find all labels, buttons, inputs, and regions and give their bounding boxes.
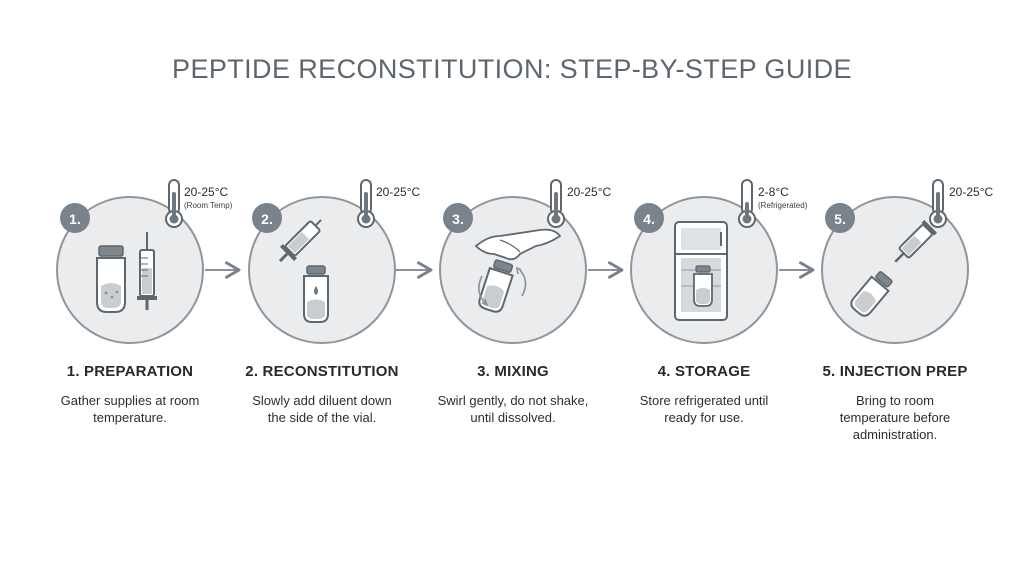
temperature-value: 20-25°C xyxy=(949,185,994,199)
step-4: 4. STORAGE Store refrigerated until read… xyxy=(614,363,794,426)
vial-icon xyxy=(303,265,329,323)
step-5: 5. INJECTION PREP Bring to room temperat… xyxy=(805,363,985,443)
step-5-number-text: 5. xyxy=(834,211,846,227)
step-3: 3. MIXING Swirl gently, do not shake, un… xyxy=(423,363,603,426)
step-heading: 2. RECONSTITUTION xyxy=(245,363,399,380)
syringe-icon xyxy=(137,232,157,310)
step-1-circle xyxy=(56,196,204,344)
thermometer-icon xyxy=(165,179,183,228)
hand-icon xyxy=(474,228,562,261)
syringe-icon xyxy=(894,219,938,263)
vial-icon xyxy=(693,265,713,307)
thermometer-icon xyxy=(738,179,756,228)
step-4-icon-group: 4. xyxy=(630,179,778,344)
swirl-arrows-icon xyxy=(478,266,527,307)
step-description: Bring to room temperature before adminis… xyxy=(839,393,951,442)
step-description: Slowly add diluent down the side of the … xyxy=(252,393,392,425)
temperature-value: 20-25°C xyxy=(567,185,612,199)
step-2-temperature: 20-25°C xyxy=(376,185,420,199)
vial-icon xyxy=(850,271,893,317)
vial-icon xyxy=(478,259,514,313)
thermometer-icon xyxy=(547,179,565,228)
step-3-icon-group: 3. xyxy=(439,179,587,344)
thermometer-icon xyxy=(929,179,947,228)
step-2-number-badge xyxy=(252,203,282,233)
step-4-temperature: 2-8°C (Refrigerated) xyxy=(758,185,807,211)
step-5-icon-group: 5. xyxy=(821,179,969,344)
step-heading: 1. PREPARATION xyxy=(66,363,194,380)
step-1-number-badge xyxy=(60,203,90,233)
page-title: PEPTIDE RECONSTITUTION: STEP-BY-STEP GUI… xyxy=(172,54,852,84)
step-3-number-badge xyxy=(443,203,473,233)
step-5-number-badge xyxy=(825,203,855,233)
step-5-temperature: 20-25°C xyxy=(949,185,993,199)
thermometer-icon xyxy=(357,179,375,228)
step-heading: 4. STORAGE xyxy=(657,363,751,380)
temperature-value: 2-8°C xyxy=(758,185,789,199)
temperature-note: (Refrigerated) xyxy=(758,201,808,210)
temperature-note: (Room Temp) xyxy=(184,201,233,210)
step-1: 1. PREPARATION Gather supplies at room t… xyxy=(40,363,220,426)
temperature-value: 20-25°C xyxy=(376,185,421,199)
step-description: Gather supplies at room temperature. xyxy=(60,393,200,425)
step-2-icon-group: 2. xyxy=(248,179,396,344)
step-description: Swirl gently, do not shake, until dissol… xyxy=(437,393,589,425)
step-1-icon-group: 1. xyxy=(56,179,204,344)
step-3-number-text: 3. xyxy=(452,211,464,227)
step-2-number-text: 2. xyxy=(261,211,273,227)
temperature-value: 20-25°C xyxy=(184,185,229,199)
step-description: Store refrigerated until ready for use. xyxy=(639,393,769,425)
step-2: 2. RECONSTITUTION Slowly add diluent dow… xyxy=(232,363,412,426)
syringe-icon xyxy=(278,219,322,263)
step-1-number-text: 1. xyxy=(69,211,81,227)
step-4-number-badge xyxy=(634,203,664,233)
step-4-number-text: 4. xyxy=(643,211,655,227)
step-heading: 5. INJECTION PREP xyxy=(822,363,968,380)
vial-icon xyxy=(96,245,126,313)
step-heading: 3. MIXING xyxy=(477,363,549,380)
step-3-temperature: 20-25°C xyxy=(567,185,611,199)
step-1-temperature: 20-25°C (Room Temp) xyxy=(184,185,232,211)
